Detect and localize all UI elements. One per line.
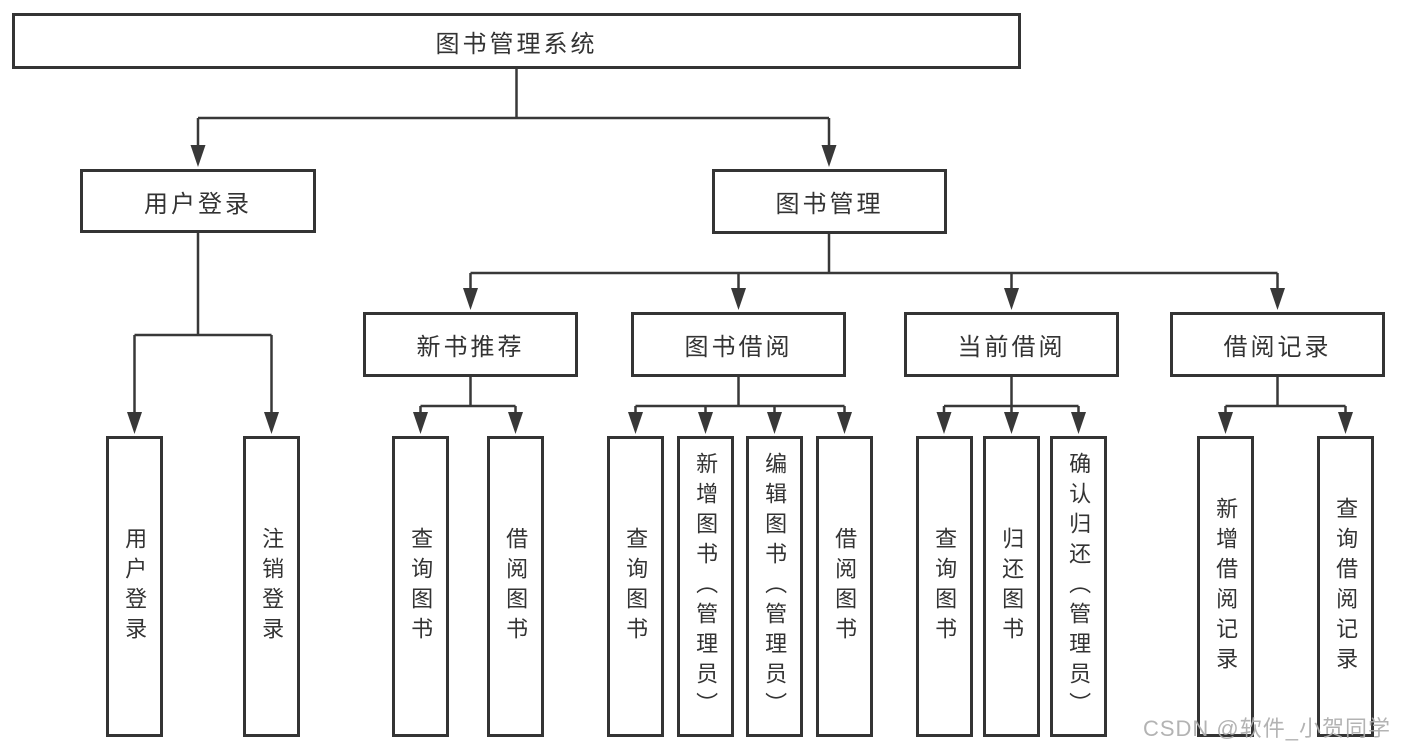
node-borrow-records: 借阅记录 xyxy=(1170,312,1385,377)
leaf-return-books: 归还图书 xyxy=(983,436,1040,737)
arrow-down-icon xyxy=(190,145,206,167)
node-book-borrowing: 图书借阅 xyxy=(631,312,846,377)
leaf-user-login: 用户登录 xyxy=(106,436,163,737)
node-user-login-branch: 用户登录 xyxy=(80,169,316,233)
node-label: 图书借阅 xyxy=(684,334,793,361)
node-label: 图书管理系统 xyxy=(435,30,598,58)
arrow-down-icon xyxy=(1071,412,1086,434)
node-label: 新书推荐 xyxy=(416,334,525,361)
arrow-down-icon xyxy=(413,412,428,434)
arrow-down-icon xyxy=(936,412,952,434)
node-label: 当前借阅 xyxy=(957,334,1066,361)
arrowheads xyxy=(127,145,1353,434)
leaf-query-books-current: 查询图书 xyxy=(916,436,973,737)
leaf-query-books-borrow: 查询图书 xyxy=(607,436,664,737)
arrow-down-icon xyxy=(127,412,142,434)
leaf-borrow-books: 借阅图书 xyxy=(816,436,873,737)
leaf-label: 查询图书 xyxy=(932,526,958,647)
arrow-down-icon xyxy=(821,145,837,167)
connector-book-management xyxy=(469,232,1279,292)
connector-user-login xyxy=(133,232,273,416)
arrow-down-icon xyxy=(264,412,279,434)
leaf-label: 新增图书（管理员） xyxy=(693,451,719,722)
leaf-label: 借阅图书 xyxy=(503,526,529,647)
leaf-label: 确认归还（管理员） xyxy=(1066,451,1092,722)
leaf-label: 查询借阅记录 xyxy=(1333,496,1359,677)
connector-new-book-recommend xyxy=(419,377,517,416)
node-label: 借阅记录 xyxy=(1223,334,1332,361)
node-new-book-recommend: 新书推荐 xyxy=(363,312,578,377)
arrow-down-icon xyxy=(837,412,852,434)
leaf-add-books-admin: 新增图书（管理员） xyxy=(677,436,734,737)
arrow-down-icon xyxy=(1270,288,1285,310)
leaf-query-books-recommend: 查询图书 xyxy=(392,436,449,737)
node-root-system: 图书管理系统 xyxy=(12,13,1021,69)
node-book-management-branch: 图书管理 xyxy=(712,169,947,234)
node-current-borrowing: 当前借阅 xyxy=(904,312,1119,377)
arrow-down-icon xyxy=(1004,288,1019,310)
leaf-label: 新增借阅记录 xyxy=(1213,496,1239,677)
leaf-label: 归还图书 xyxy=(999,526,1025,647)
arrow-down-icon xyxy=(1218,412,1233,434)
leaf-add-borrow-record: 新增借阅记录 xyxy=(1197,436,1254,737)
leaf-label: 查询图书 xyxy=(623,526,649,647)
leaf-label: 注销登录 xyxy=(259,526,285,647)
connector-root xyxy=(196,68,831,150)
leaf-confirm-return-admin: 确认归还（管理员） xyxy=(1050,436,1107,737)
arrow-down-icon xyxy=(1004,412,1019,434)
arrow-down-icon xyxy=(698,412,713,434)
csdn-watermark: CSDN @软件_小贺同学 xyxy=(1142,716,1391,741)
arrow-down-icon xyxy=(628,412,643,434)
arrow-down-icon xyxy=(1338,412,1353,434)
leaf-label: 用户登录 xyxy=(122,526,148,647)
leaf-query-borrow-record: 查询借阅记录 xyxy=(1317,436,1374,737)
leaf-edit-books-admin: 编辑图书（管理员） xyxy=(746,436,803,737)
arrow-down-icon xyxy=(731,288,746,310)
node-label: 用户登录 xyxy=(144,190,252,218)
leaf-borrow-books-recommend: 借阅图书 xyxy=(487,436,544,737)
node-label: 图书管理 xyxy=(775,191,884,218)
leaf-label: 借阅图书 xyxy=(832,526,858,647)
leaf-label: 编辑图书（管理员） xyxy=(762,451,788,722)
arrow-down-icon xyxy=(463,288,478,310)
arrow-down-icon xyxy=(767,412,782,434)
connector-book-borrowing xyxy=(634,377,846,416)
leaf-label: 查询图书 xyxy=(408,526,434,647)
arrow-down-icon xyxy=(508,412,523,434)
connector-borrow-records xyxy=(1224,377,1347,416)
connector-current-borrowing xyxy=(942,377,1080,416)
leaf-logout-login: 注销登录 xyxy=(243,436,300,737)
